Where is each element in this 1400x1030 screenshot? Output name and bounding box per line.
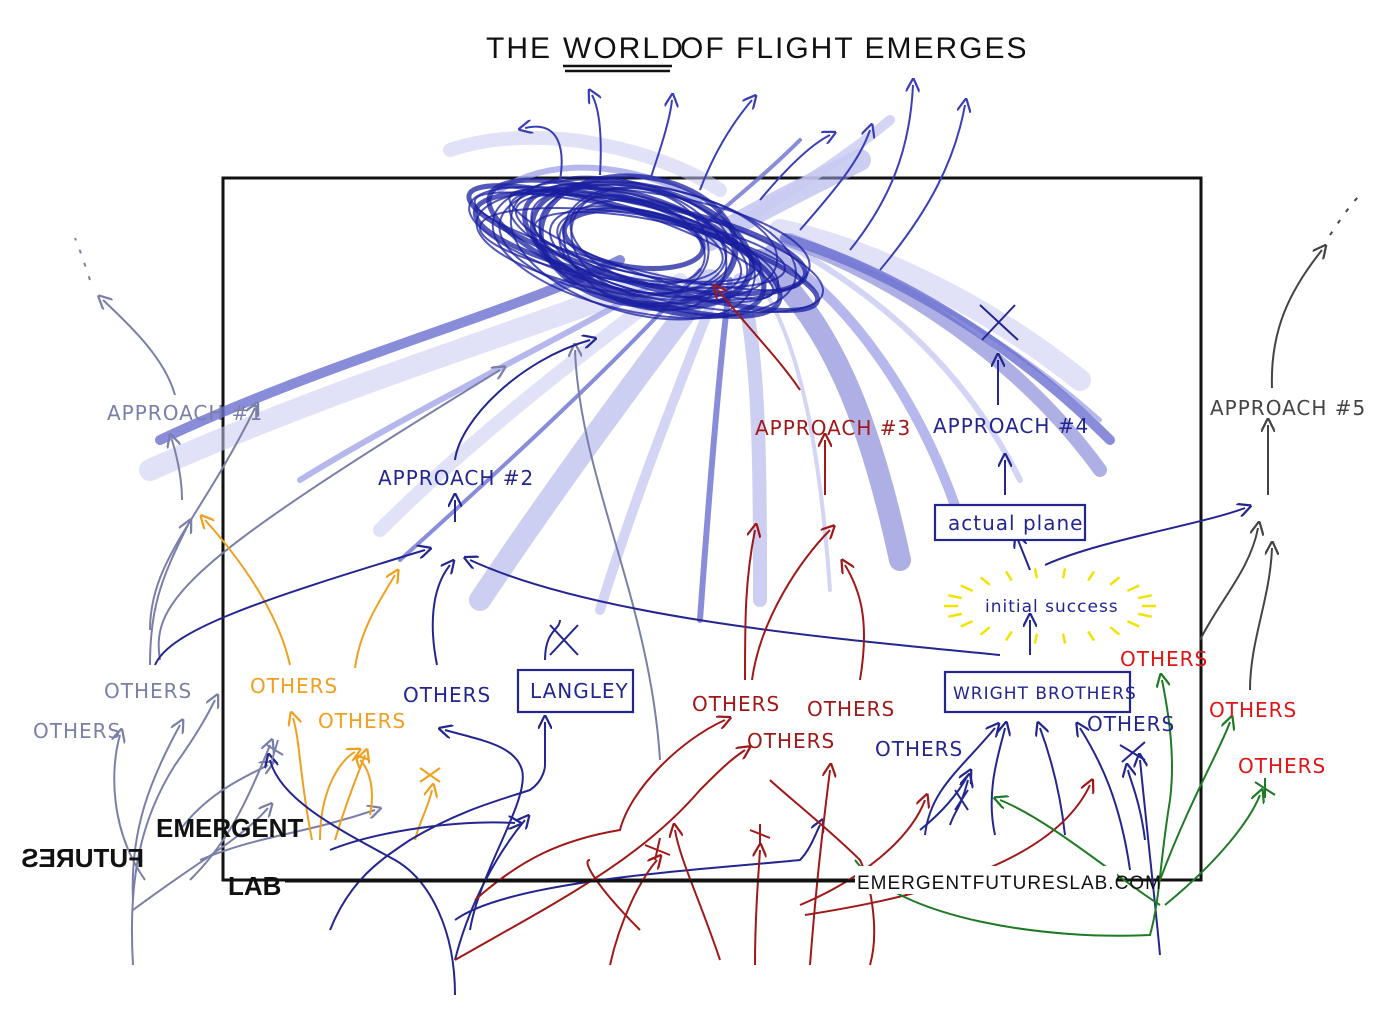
vortex-trail — [139, 269, 661, 481]
initial-success-glow — [944, 568, 1156, 644]
glow-ray — [1033, 633, 1039, 644]
glow-ray — [1138, 612, 1152, 618]
vortex-trail — [769, 219, 1091, 391]
glow-ray — [1061, 568, 1067, 579]
red-lineage — [454, 290, 1090, 966]
vortex-trail — [777, 237, 1023, 483]
approach-1-label: APPROACH #1 — [107, 401, 263, 425]
glow-ray — [1087, 570, 1096, 582]
vortex-trail — [765, 245, 965, 525]
logo-line-2-mirrored: FUTURES — [21, 843, 144, 873]
glow-ray — [948, 594, 962, 600]
others-label: OTHERS — [875, 737, 963, 761]
vortex-trail — [749, 249, 911, 571]
glow-ray — [979, 626, 991, 636]
site-url: EMERGENTFUTURESLAB.COM — [857, 873, 1162, 894]
others-label: OTHERS — [250, 674, 338, 698]
title-highlight: WORLD — [563, 32, 685, 65]
glow-ray — [1033, 568, 1039, 579]
glow-ray — [960, 620, 974, 628]
escape-arrow — [759, 135, 830, 201]
vortex-ring — [486, 177, 783, 319]
escape-arrow — [849, 85, 913, 251]
escape-arrow — [592, 95, 602, 176]
logo-line-3: LAB — [228, 871, 281, 901]
green-lineage — [854, 680, 1276, 937]
vortex-trails — [139, 115, 1115, 623]
dark-lineage — [1199, 194, 1361, 691]
vortex-ring — [475, 186, 811, 302]
vortex-trail — [443, 130, 727, 197]
labels: APPROACH #1 APPROACH #2 APPROACH #3 APPR… — [33, 396, 1366, 783]
glow-ray — [1004, 570, 1013, 582]
langley-label: LANGLEY — [530, 679, 629, 703]
glow-ray — [1109, 576, 1121, 586]
others-label: OTHERS — [33, 719, 121, 743]
diagram-title: THE WORLD OF FLIGHT EMERGES — [486, 32, 1029, 73]
escape-arrow — [879, 105, 965, 271]
vortex-ring — [538, 173, 739, 309]
escaping-arrows — [525, 85, 965, 271]
glow-ray — [979, 576, 991, 586]
others-label: OTHERS — [1120, 647, 1208, 671]
others-label: OTHERS — [747, 729, 835, 753]
glow-ray — [1004, 630, 1013, 642]
glow-ray — [1126, 620, 1140, 628]
glow-ray — [960, 584, 974, 592]
escape-arrow — [649, 100, 672, 181]
approach-5-label: APPROACH #5 — [1210, 396, 1366, 420]
others-label: OTHERS — [807, 697, 895, 721]
others-label: OTHERS — [318, 709, 406, 733]
others-label: OTHERS — [403, 683, 491, 707]
actual-plane-box — [933, 503, 1087, 542]
approach-3-label: APPROACH #3 — [755, 416, 911, 440]
glow-ray — [1087, 630, 1096, 642]
glow-ray — [1126, 584, 1140, 592]
fail-mark — [419, 767, 441, 783]
others-label: OTHERS — [1087, 712, 1175, 736]
title-post: OF FLIGHT EMERGES — [680, 32, 1029, 65]
vortex-trail — [780, 233, 1115, 445]
grey-lineage — [74, 237, 661, 966]
wright-brothers-label: WRIGHT BROTHERS — [953, 684, 1137, 704]
actual-plane-label: actual plane — [948, 511, 1083, 535]
vortex-ring — [514, 193, 762, 286]
escape-arrow — [799, 130, 870, 231]
glow-ray — [1109, 626, 1121, 636]
others-label: OTHERS — [692, 692, 780, 716]
others-label: OTHERS — [1238, 754, 1326, 778]
vortex-core — [466, 173, 825, 321]
glow-ray — [1061, 633, 1067, 644]
glow-ray — [1138, 594, 1152, 600]
others-label: OTHERS — [1209, 698, 1297, 722]
escape-arrow — [699, 100, 752, 191]
logo-line-2: FUTURES — [21, 843, 144, 873]
fail-mark — [266, 739, 284, 761]
wright-brothers-box — [943, 670, 1132, 714]
initial-success-label: initial success — [985, 597, 1119, 617]
title-pre: THE — [486, 32, 552, 65]
approach-4-label: APPROACH #4 — [933, 414, 1089, 438]
approach-2-label: APPROACH #2 — [378, 466, 534, 490]
escape-arrow — [525, 127, 563, 181]
langley-fail-mark — [549, 624, 579, 656]
others-label: OTHERS — [104, 679, 192, 703]
logo-line-1: EMERGENT — [156, 813, 303, 843]
emergent-futures-logo: EMERGENT FUTURES LAB — [21, 813, 303, 901]
glow-ray — [948, 612, 962, 618]
url-backdrop — [855, 866, 1117, 894]
langley-box — [516, 668, 635, 714]
